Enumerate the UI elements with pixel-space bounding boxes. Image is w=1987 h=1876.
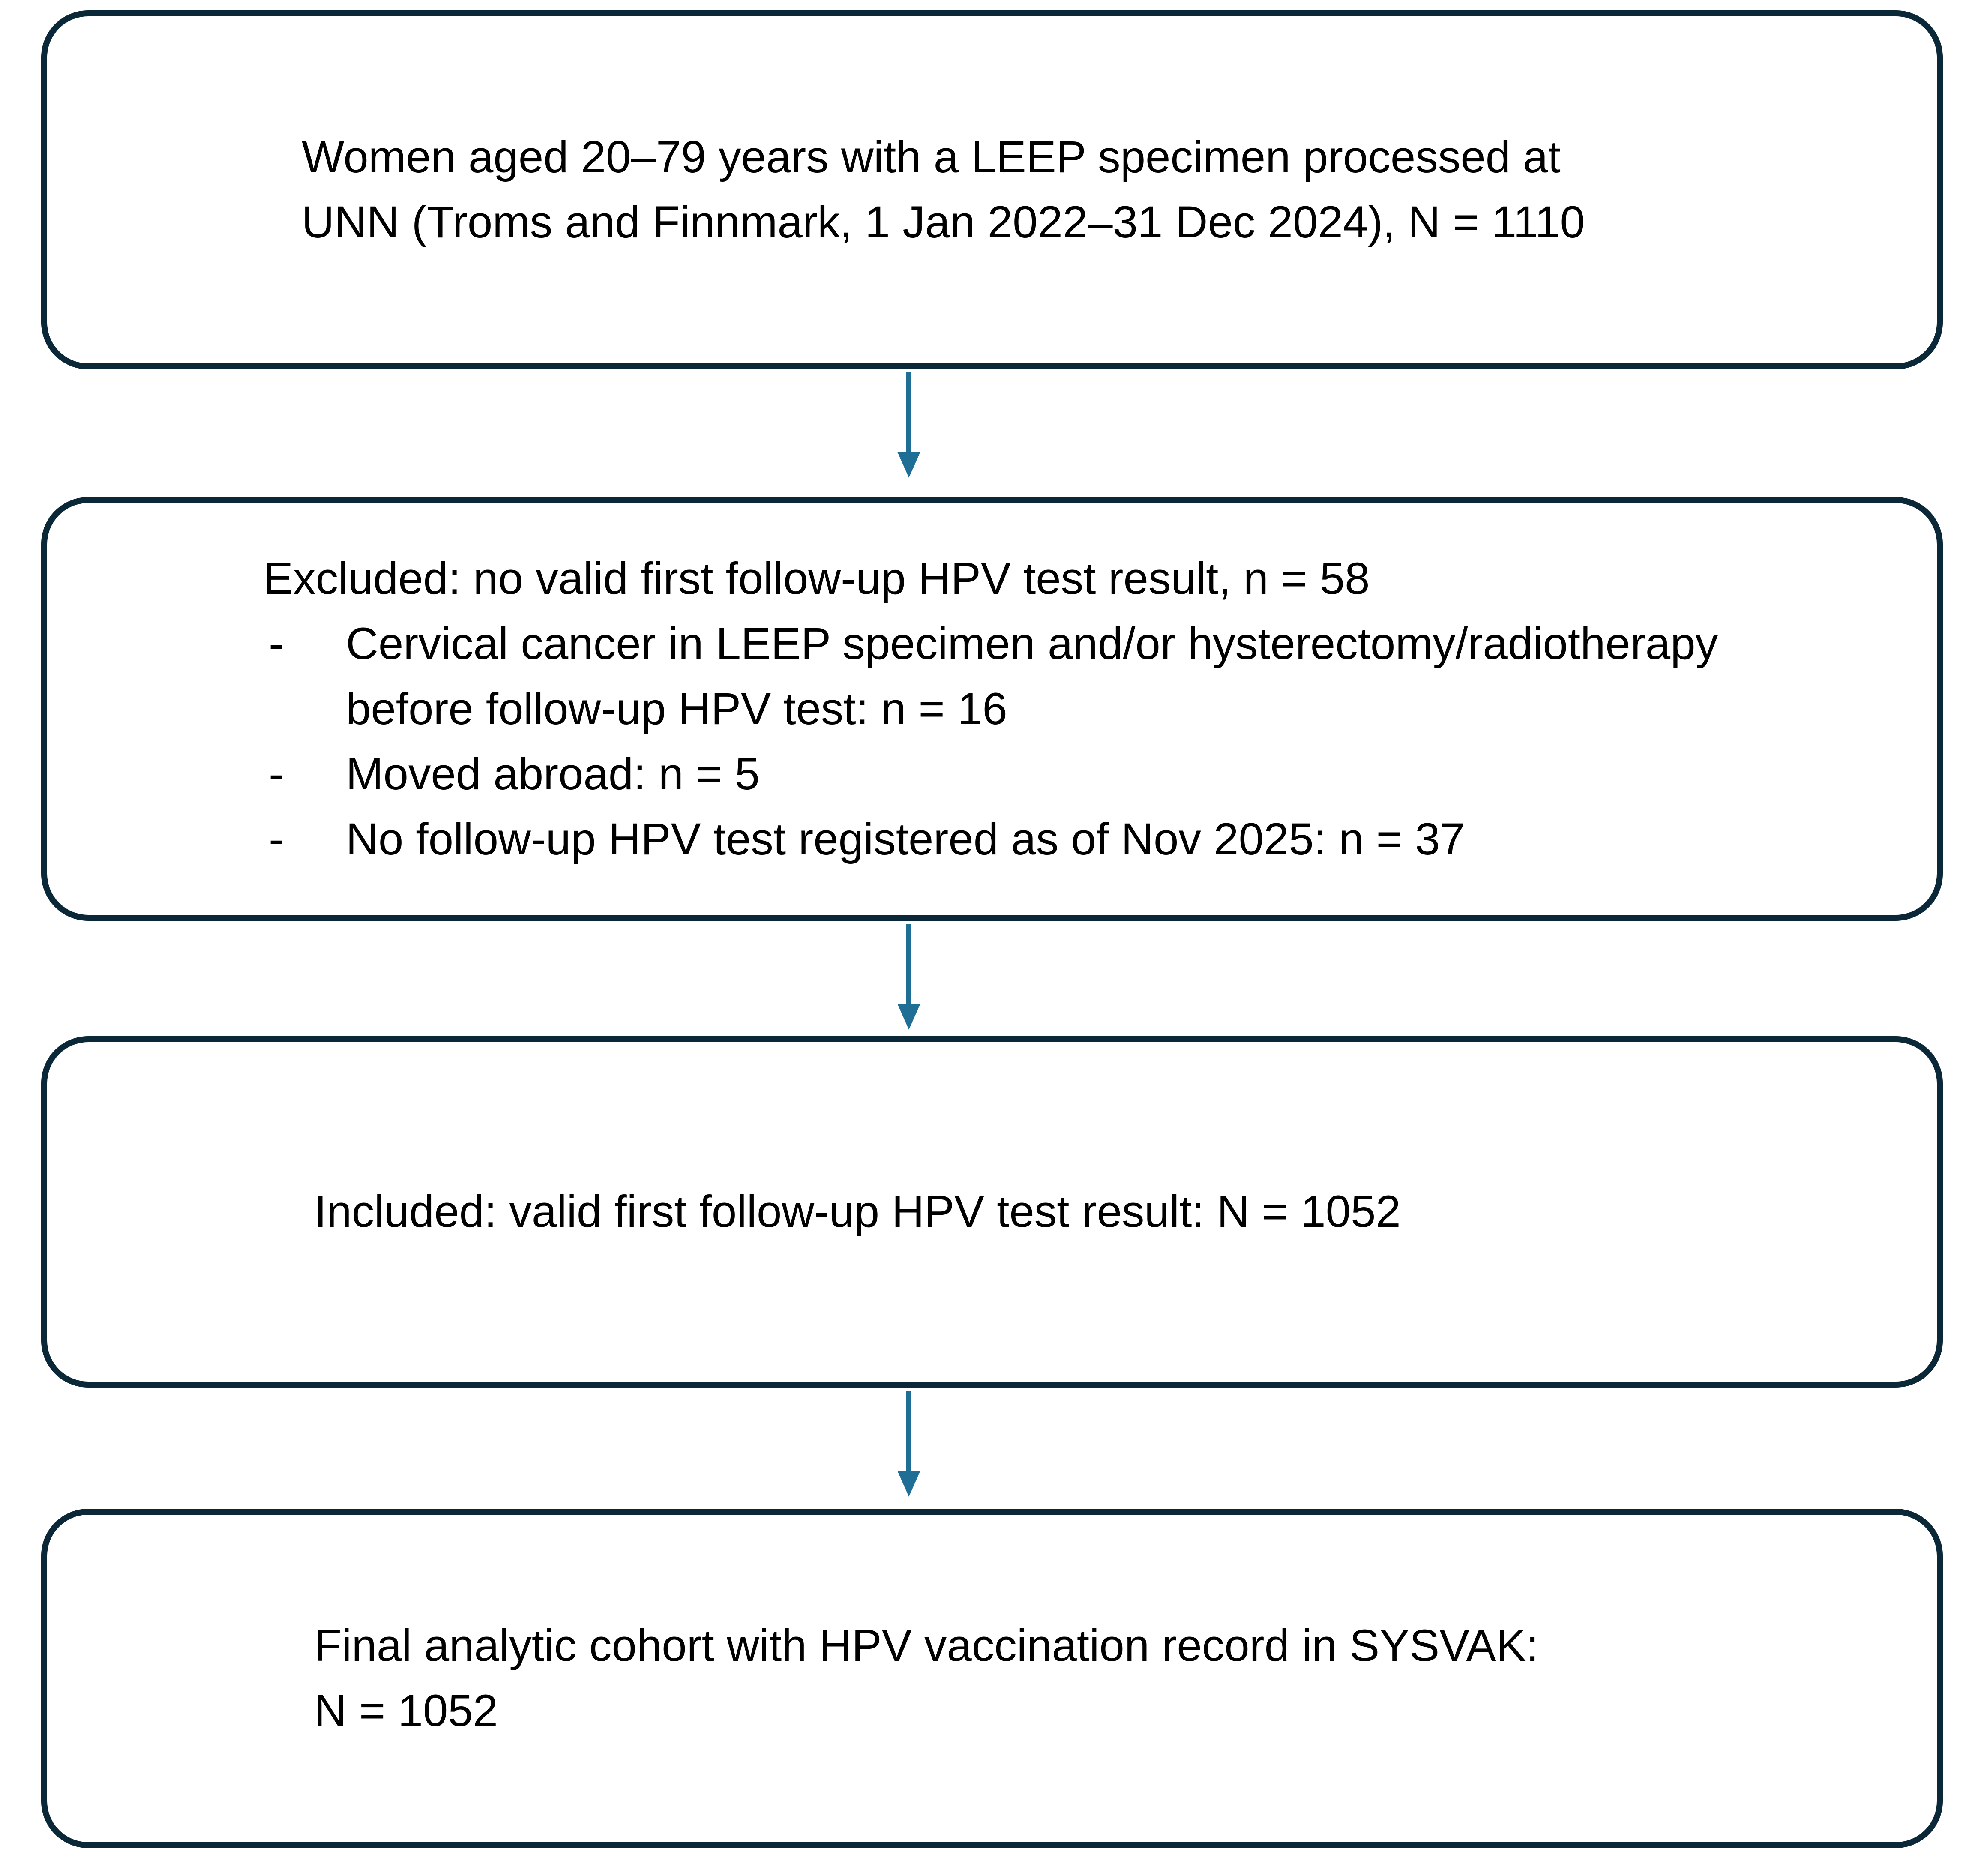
flow-arrow-3 bbox=[897, 1391, 921, 1497]
bullet-dash: - bbox=[269, 814, 284, 864]
box-final-cohort: Final analytic cohort with HPV vaccinati… bbox=[41, 1509, 1943, 1848]
flow-arrow-1 bbox=[897, 372, 921, 478]
population-line-1: Women aged 20–79 years with a LEEP speci… bbox=[302, 132, 1561, 182]
arrow-down-icon bbox=[897, 924, 920, 1030]
final-cohort-line-2: N = 1052 bbox=[314, 1686, 498, 1736]
final-cohort-line-1: Final analytic cohort with HPV vaccinati… bbox=[314, 1621, 1539, 1671]
bullet-dash: - bbox=[269, 618, 284, 669]
arrow-down-icon bbox=[897, 1391, 920, 1497]
excluded-header: Excluded: no valid first follow-up HPV t… bbox=[263, 553, 1370, 604]
excluded-bullet-1-text: Cervical cancer in LEEP specimen and/or … bbox=[346, 618, 1718, 734]
excluded-bullet-2: - Moved abroad: n = 5 bbox=[263, 742, 1851, 807]
population-line-2: UNN (Troms and Finnmark, 1 Jan 2022–31 D… bbox=[302, 197, 1585, 247]
included-line-1: Included: valid first follow-up HPV test… bbox=[314, 1187, 1401, 1237]
excluded-bullet-3-text: No follow-up HPV test registered as of N… bbox=[346, 814, 1465, 864]
bullet-dash: - bbox=[269, 749, 284, 799]
excluded-bullet-2-text: Moved abroad: n = 5 bbox=[346, 749, 760, 799]
arrow-down-icon bbox=[897, 372, 920, 478]
excluded-bullet-1: - Cervical cancer in LEEP specimen and/o… bbox=[263, 611, 1851, 742]
box-study-population: Women aged 20–79 years with a LEEP speci… bbox=[41, 10, 1943, 369]
flow-arrow-2 bbox=[897, 924, 921, 1030]
box-excluded: Excluded: no valid first follow-up HPV t… bbox=[41, 497, 1943, 921]
excluded-bullet-3: - No follow-up HPV test registered as of… bbox=[263, 807, 1851, 872]
box-included: Included: valid first follow-up HPV test… bbox=[41, 1036, 1943, 1388]
